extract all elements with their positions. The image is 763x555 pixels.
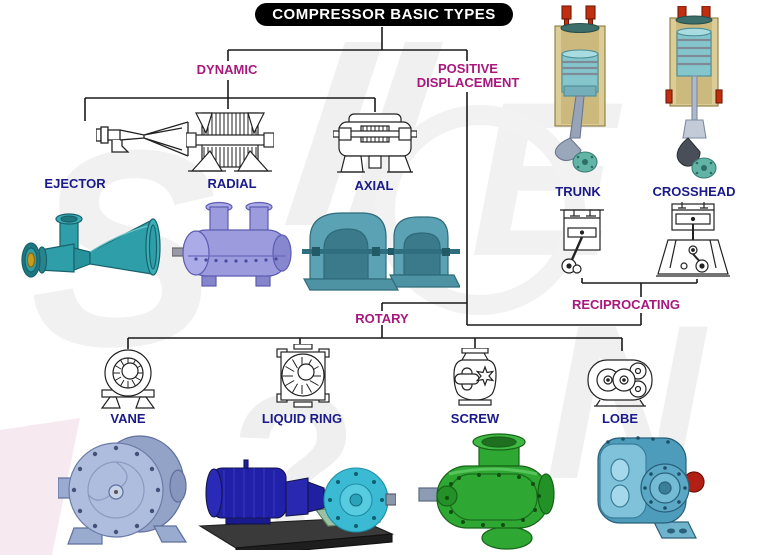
type-label-vane: VANE (110, 411, 146, 426)
category-label-dynamic: DYNAMIC (196, 62, 258, 77)
ejector-3d-render (21, 213, 161, 278)
radial-3d-render (172, 201, 292, 287)
type-label-ejector: EJECTOR (44, 176, 106, 191)
category-label-rotary: ROTARY (355, 311, 409, 326)
type-label-axial: AXIAL (354, 178, 394, 193)
type-label-lobe: LOBE (601, 411, 639, 426)
radial-line-drawing (186, 112, 274, 172)
trunk-3d-render (554, 5, 606, 173)
category-label-reciprocating: RECIPROCATING (571, 297, 681, 312)
lobe-line-drawing (587, 359, 653, 407)
liquid-ring-3d-render (198, 459, 396, 550)
type-label-screw: SCREW (450, 411, 500, 426)
axial-3d-render (302, 212, 460, 291)
screw-line-drawing (453, 348, 497, 406)
screw-3d-render (418, 433, 555, 550)
type-label-liquid-ring: LIQUID RING (261, 411, 343, 426)
vane-line-drawing (100, 349, 156, 409)
type-label-radial: RADIAL (207, 176, 257, 191)
type-label-trunk: TRUNK (555, 184, 601, 199)
axial-line-drawing (333, 113, 417, 173)
liquid-ring-line-drawing (276, 344, 330, 408)
diagram-title: COMPRESSOR BASIC TYPES (255, 3, 513, 26)
category-label-positive-displacement: POSITIVE DISPLACEMENT (416, 61, 520, 90)
crosshead-3d-render (665, 6, 723, 179)
trunk-piston-line-drawing (560, 209, 604, 274)
lobe-3d-render (597, 436, 705, 539)
vane-3d-render (58, 435, 188, 545)
crosshead-piston-line-drawing (656, 202, 730, 277)
type-label-crosshead: CROSSHEAD (652, 184, 736, 199)
ejector-line-drawing (96, 121, 189, 157)
